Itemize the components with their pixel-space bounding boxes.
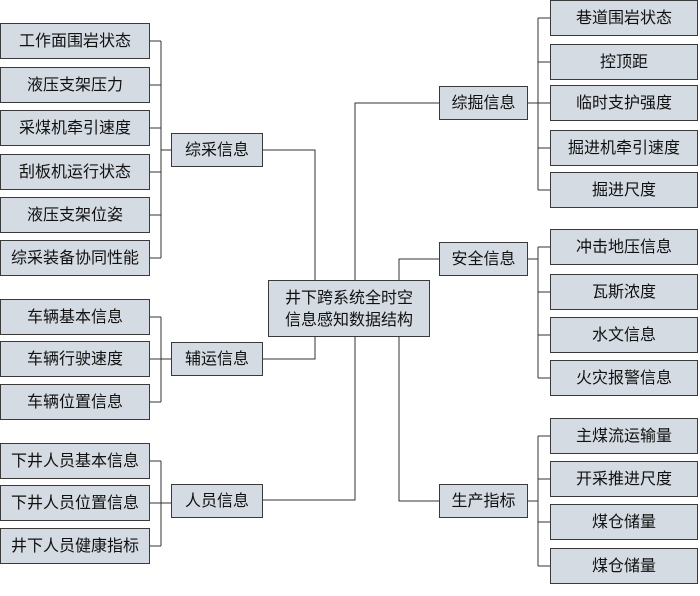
item-vehicle-speed: 车辆行驶速度 <box>0 341 150 377</box>
item-hydrology: 水文信息 <box>550 317 698 353</box>
item-vehicle-basic: 车辆基本信息 <box>0 299 150 335</box>
item-fire-alarm: 火灾报警信息 <box>550 360 698 396</box>
item-main-coal-flow: 主煤流运输量 <box>550 418 698 454</box>
item-vehicle-position: 车辆位置信息 <box>0 384 150 420</box>
item-bunker-storage: 煤仓储量 <box>550 504 698 540</box>
item-equipment-coordination: 综采装备协同性能 <box>0 240 150 276</box>
item-hydraulic-pressure: 液压支架压力 <box>0 67 150 103</box>
group-roadway-excavation: 综掘信息 <box>439 86 528 120</box>
item-scraper-status: 刮板机运行状态 <box>0 154 150 190</box>
item-mining-advance: 开采推进尺度 <box>550 461 698 497</box>
center-node: 井下跨系统全时空信息感知数据结构 <box>268 280 430 337</box>
item-bunker-storage-2: 煤仓储量 <box>550 548 698 584</box>
item-working-face-rock: 工作面围岩状态 <box>0 23 150 59</box>
item-personnel-position: 下井人员位置信息 <box>0 485 150 521</box>
item-gas-concentration: 瓦斯浓度 <box>550 274 698 310</box>
group-auxiliary-transport: 辅运信息 <box>171 342 263 376</box>
group-fully-mechanized: 综采信息 <box>171 133 263 167</box>
center-line-1: 井下跨系统全时空 <box>284 287 413 307</box>
item-temporary-support: 临时支护强度 <box>550 85 698 121</box>
item-shearer-speed: 采煤机牵引速度 <box>0 110 150 146</box>
group-safety: 安全信息 <box>439 242 528 276</box>
item-personnel-health: 井下人员健康指标 <box>0 528 150 564</box>
item-roadway-rock: 巷道围岩状态 <box>550 0 698 36</box>
item-support-pose: 液压支架位姿 <box>0 197 150 233</box>
item-excavation-scale: 掘进尺度 <box>550 172 698 208</box>
item-roof-distance: 控顶距 <box>550 44 698 80</box>
item-roadheader-speed: 掘进机牵引速度 <box>550 130 698 166</box>
item-personnel-basic: 下井人员基本信息 <box>0 443 150 479</box>
group-production: 生产指标 <box>439 484 528 518</box>
item-rockburst: 冲击地压信息 <box>550 229 698 265</box>
center-line-2: 信息感知数据结构 <box>284 309 413 329</box>
group-personnel: 人员信息 <box>171 484 263 518</box>
